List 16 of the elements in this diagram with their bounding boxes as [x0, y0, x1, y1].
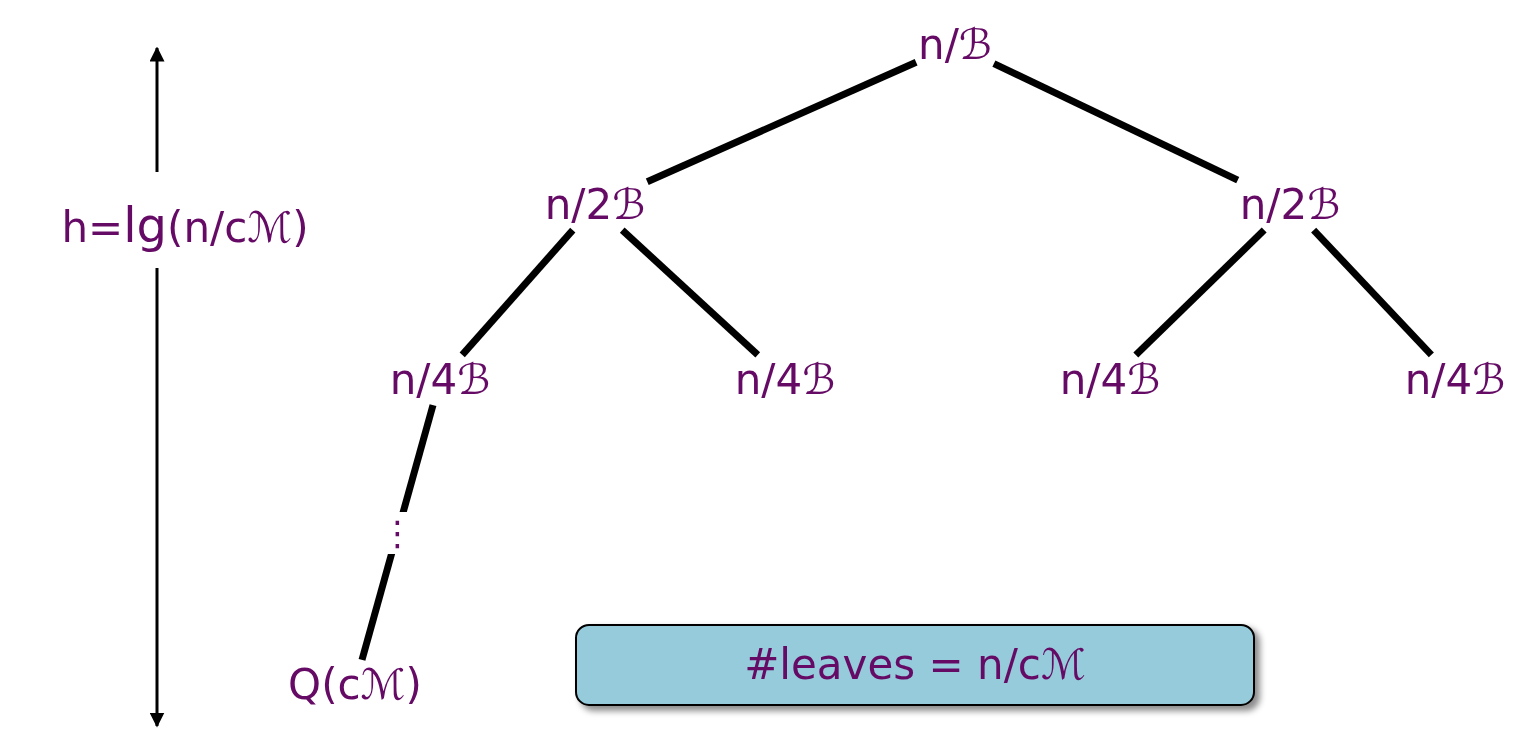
tree-edge	[1133, 227, 1267, 358]
tree-node-label: n/4ℬ	[389, 356, 491, 404]
result-box	[575, 623, 1255, 707]
tree-node-label: n/2ℬ	[1239, 181, 1341, 229]
tree-edge	[992, 60, 1240, 184]
tree-node-label: n/4ℬ	[1059, 356, 1161, 404]
tree-edge	[645, 59, 918, 185]
tree-node-label: Q(cℳ)	[288, 661, 422, 709]
tree-edge	[619, 227, 761, 358]
tree-node-label: n/4ℬ	[1404, 356, 1506, 404]
tree-edge	[1311, 227, 1434, 358]
tree-node-label: n/4ℬ	[734, 356, 836, 404]
formula-text: #leaves = n/cℳ	[743, 641, 1087, 689]
tree-edge	[459, 227, 576, 358]
tree-node-label: n/ℬ	[918, 21, 992, 69]
tree-node-label: n/2ℬ	[544, 181, 646, 229]
